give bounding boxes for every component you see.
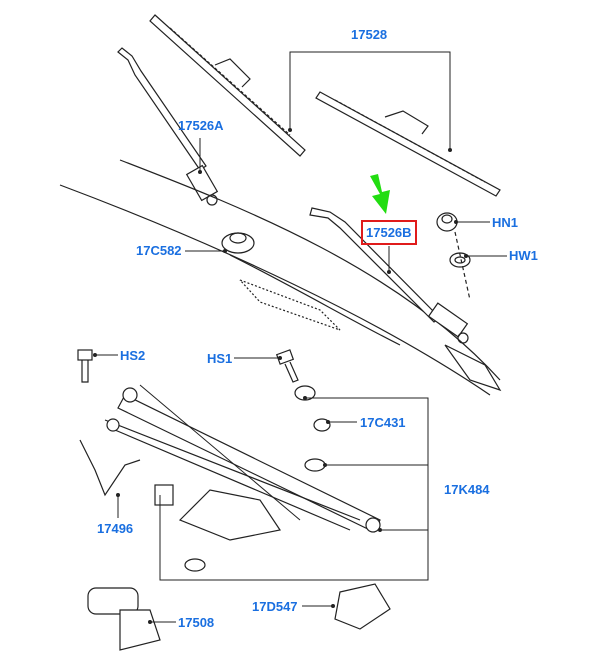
bolt-hs2: [77, 349, 93, 383]
label-17528: 17528: [351, 27, 388, 42]
wiper-arm-left: [117, 47, 219, 206]
label-hs2: HS2: [120, 348, 146, 363]
label-17K484: 17K484: [444, 482, 490, 497]
bushings: [154, 385, 331, 572]
pivot-cap: [221, 232, 255, 254]
label-hn1: HN1: [492, 215, 519, 230]
label-17526B-highlighted: 17526B: [361, 220, 417, 245]
wiper-blade-right: [315, 91, 501, 197]
wiper-linkage: [79, 384, 381, 541]
wiper-arm-right: [309, 207, 469, 344]
label-17508: 17508: [178, 615, 215, 630]
label-hs1: HS1: [207, 351, 233, 366]
wiper-motor: [87, 587, 161, 651]
label-17D547: 17D547: [252, 599, 298, 614]
label-17496: 17496: [97, 521, 134, 536]
label-17526A: 17526A: [178, 118, 224, 133]
wiper-blade-left: [149, 14, 306, 157]
label-17C582: 17C582: [136, 243, 182, 258]
pointer-arrow-icon: [370, 174, 390, 214]
leader-lines: [95, 51, 507, 623]
nut-hn1: [436, 212, 458, 232]
label-hw1: HW1: [509, 248, 538, 263]
label-17C431: 17C431: [360, 415, 406, 430]
bolt-hs1: [275, 349, 299, 383]
cover: [334, 583, 391, 630]
cowl-panel: [59, 159, 502, 396]
